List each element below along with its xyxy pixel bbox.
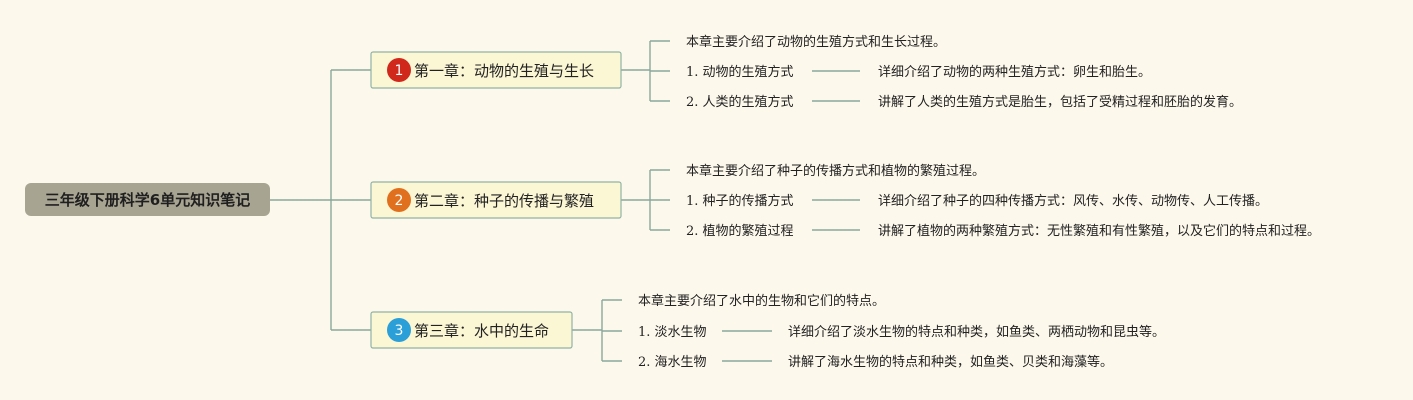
topic-item[interactable]: 2. 海水生物 讲解了海水生物的特点和种类，如鱼类、贝类和海藻等。 (638, 354, 1113, 370)
topic-item[interactable]: 2. 植物的繁殖过程 讲解了植物的两种繁殖方式：无性繁殖和有性繁殖，以及它们的特点… (686, 223, 1320, 239)
topic-detail: 详细介绍了动物的两种生殖方式：卵生和胎生。 (878, 64, 1151, 80)
topic-number: 2. (686, 95, 703, 110)
chapter-label: 第三章：水中的生命 (414, 322, 549, 340)
chapter-summary: 本章主要介绍了水中的生物和它们的特点。 (638, 293, 885, 309)
topic-item[interactable]: 2. 人类的生殖方式 讲解了人类的生殖方式是胎生，包括了受精过程和胚胎的发育。 (686, 94, 1242, 110)
topic-text: 人类的生殖方式 (703, 94, 794, 110)
topic-detail: 讲解了海水生物的特点和种类，如鱼类、贝类和海藻等。 (788, 354, 1113, 370)
topic-detail: 讲解了人类的生殖方式是胎生，包括了受精过程和胚胎的发育。 (878, 94, 1242, 110)
topic-detail: 讲解了植物的两种繁殖方式：无性繁殖和有性繁殖，以及它们的特点和过程。 (878, 223, 1320, 239)
root-node-box (25, 183, 270, 216)
topic-item[interactable]: 1. 种子的传播方式 详细介绍了种子的四种传播方式：风传、水传、动物传、人工传播。 (686, 193, 1268, 209)
topic-number: 1. (686, 194, 703, 209)
chapter-node-2[interactable]: 2 第二章：种子的传播与繁殖 本章主要介绍了种子的传播方式和植物的繁殖过程。 1. 种… (370, 163, 1320, 239)
number-badge-icon (387, 318, 411, 342)
topic-detail: 详细介绍了种子的四种传播方式：风传、水传、动物传、人工传播。 (878, 193, 1268, 209)
chapter-label: 第一章：动物的生殖与生长 (414, 62, 594, 80)
number-badge-icon (387, 188, 411, 212)
topic-number: 2. (638, 355, 655, 370)
topic-text: 动物的生殖方式 (703, 64, 794, 80)
topic-text: 种子的传播方式 (703, 193, 794, 209)
chapter-summary: 本章主要介绍了种子的传播方式和植物的繁殖过程。 (686, 163, 985, 179)
badge-number: 3 (395, 323, 404, 339)
topic-text: 海水生物 (655, 355, 707, 370)
chapter-box (370, 181, 622, 219)
badge-number: 2 (395, 193, 404, 209)
chapter-box (370, 311, 573, 349)
topic-item[interactable]: 1. 淡水生物 详细介绍了淡水生物的特点和种类，如鱼类、两栖动物和昆虫等。 (638, 324, 1165, 340)
topic-text: 淡水生物 (655, 325, 707, 340)
root-node-label: 三年级下册科学6单元知识笔记 (45, 191, 250, 209)
topic-label: 1. 种子的传播方式 (686, 193, 794, 209)
topic-label: 1. 动物的生殖方式 (686, 64, 794, 80)
topic-number: 2. (686, 224, 703, 239)
chapter-node-3[interactable]: 3 第三章：水中的生命 本章主要介绍了水中的生物和它们的特点。 1. 淡水生物 详细介绍… (370, 293, 1165, 370)
number-badge-icon (387, 58, 411, 82)
topic-text: 植物的繁殖过程 (703, 223, 794, 239)
topic-label: 2. 海水生物 (638, 355, 707, 370)
root-node[interactable]: 三年级下册科学6单元知识笔记 (25, 183, 270, 216)
topic-label: 2. 人类的生殖方式 (686, 94, 794, 110)
chapter-label: 第二章：种子的传播与繁殖 (414, 192, 594, 210)
topic-number: 1. (638, 325, 655, 340)
topic-item[interactable]: 1. 动物的生殖方式 详细介绍了动物的两种生殖方式：卵生和胎生。 (686, 64, 1151, 80)
connector-lines (270, 40, 860, 362)
chapter-summary: 本章主要介绍了动物的生殖方式和生长过程。 (686, 34, 946, 50)
topic-number: 1. (686, 65, 703, 80)
badge-number: 1 (395, 63, 404, 79)
topic-label: 2. 植物的繁殖过程 (686, 223, 794, 239)
chapter-box (370, 51, 622, 89)
chapter-list: 1 第一章：动物的生殖与生长 本章主要介绍了动物的生殖方式和生长过程。 1. 动物的生… (370, 34, 1320, 370)
topic-label: 1. 淡水生物 (638, 325, 707, 340)
chapter-node-1[interactable]: 1 第一章：动物的生殖与生长 本章主要介绍了动物的生殖方式和生长过程。 1. 动物的生… (370, 34, 1242, 110)
topic-detail: 详细介绍了淡水生物的特点和种类，如鱼类、两栖动物和昆虫等。 (788, 324, 1165, 340)
